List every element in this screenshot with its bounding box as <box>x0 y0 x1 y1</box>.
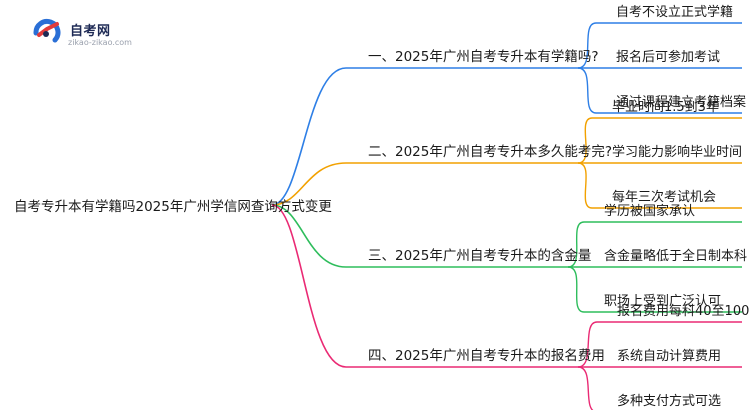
root-to-branch-connector <box>271 162 347 206</box>
branch-to-leaf-connector <box>577 162 593 209</box>
root-node-label: 自考专升本有学籍吗2025年广州学信网查询方式变更 <box>14 198 332 215</box>
logo-name: 自考网 <box>70 24 111 39</box>
branch-to-leaf-connector <box>577 67 597 114</box>
branch-node-label[interactable]: 三、2025年广州自考专升本的含金量 <box>368 248 591 264</box>
branch-node-label[interactable]: 一、2025年广州自考专升本有学籍吗? <box>368 48 599 65</box>
branch-to-leaf-connector <box>577 117 593 164</box>
branch-to-leaf-connector <box>577 321 598 368</box>
leaf-node-label[interactable]: 通过课程建立考籍档案 <box>616 94 746 110</box>
branch-to-leaf-connector <box>577 366 594 410</box>
logo-url: zikao-zikao.com <box>68 38 132 47</box>
root-to-branch-connector <box>271 204 347 268</box>
branch-node-label[interactable]: 二、2025年广州自考专升本多久能考完? <box>368 143 612 160</box>
branch-nodes: 一、2025年广州自考专升本有学籍吗? 自考不设立正式学籍报名后可参加考试通过课程… <box>368 4 750 409</box>
leaf-node-label[interactable]: 报名费用每科40至100元 <box>617 303 750 319</box>
leaf-node-label[interactable]: 系统自动计算费用 <box>617 349 721 364</box>
leaf-node-label[interactable]: 毕业时间1.5到3年 <box>612 100 719 115</box>
leaf-node-label[interactable]: 含金量略低于全日制本科 <box>604 248 747 264</box>
site-logo[interactable]: 自考网 zikao-zikao.com <box>30 14 140 54</box>
leaf-node-label[interactable]: 学习能力影响毕业时间 <box>612 144 742 160</box>
logo-mark-icon <box>33 19 61 43</box>
leaf-node-label[interactable]: 多种支付方式可选 <box>617 393 721 409</box>
leaf-node-label[interactable]: 学历被国家承认 <box>604 203 695 219</box>
branch-to-leaf-connector <box>567 221 585 268</box>
leaf-node-label[interactable]: 报名后可参加考试 <box>616 49 720 65</box>
leaf-node-label[interactable]: 自考不设立正式学籍 <box>616 4 733 20</box>
leaf-node-label[interactable]: 职场上受到广泛认可 <box>604 294 721 309</box>
root-to-branch-connector <box>271 67 347 206</box>
leaf-node-label[interactable]: 每年三次考试机会 <box>612 189 716 205</box>
branch-to-leaf-connector <box>567 266 585 313</box>
branch-node-label[interactable]: 四、2025年广州自考专升本的报名费用 <box>368 348 605 364</box>
connector-lines <box>271 22 742 410</box>
branch-to-leaf-connector <box>577 22 597 69</box>
root-to-branch-connector <box>271 204 347 368</box>
